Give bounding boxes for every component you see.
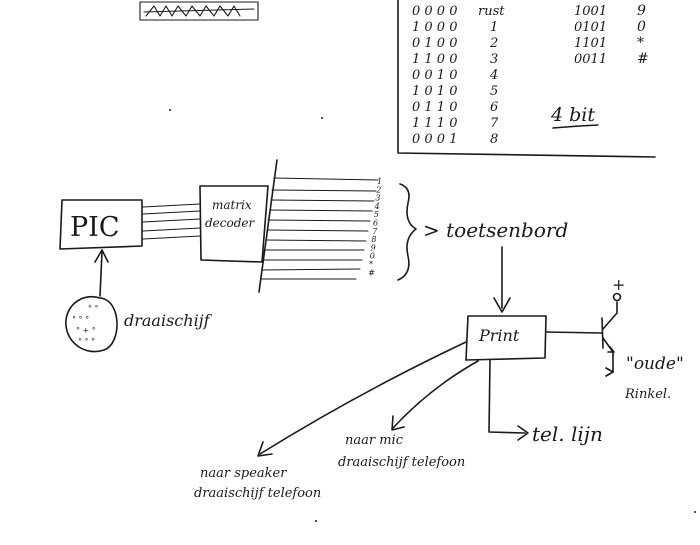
key-number: 2 <box>375 185 381 194</box>
pic-decoder-bus <box>142 203 201 240</box>
oude-label: "oude" <box>626 354 684 374</box>
table-row-code: 1101 <box>574 36 607 51</box>
key-number: 6 <box>373 219 378 228</box>
table-row-code: 1 0 1 0 <box>412 84 457 99</box>
mic-label-1: naar mic <box>345 433 404 448</box>
table-row-code: 0011 <box>574 52 607 67</box>
keyboard-to-print-arrow <box>493 246 511 313</box>
matrix-decoder-block: matrix decoder <box>199 185 269 263</box>
draaischijf-label: draaischijf <box>124 311 213 330</box>
mic-label-2: draaischijf telefoon <box>338 455 465 470</box>
table-row-label: 3 <box>490 52 498 67</box>
svg-text:° + °: ° + ° <box>76 326 96 335</box>
table-row-label: 5 <box>490 84 498 99</box>
table-row-label: rust <box>478 4 505 19</box>
pic-label: PIC <box>70 212 120 243</box>
table-row-label: 4 <box>489 68 498 83</box>
speaker-line <box>257 341 467 457</box>
table-row-label: 9 <box>637 3 646 19</box>
key-number: 0 <box>370 252 375 261</box>
svg-text:° ° °: ° ° ° <box>72 315 89 324</box>
table-row-code: 1 1 0 0 <box>412 52 457 67</box>
rinkel-label: Rinkel. <box>624 387 671 402</box>
key-number: 5 <box>374 210 379 219</box>
table-row-code: 0 0 0 1 <box>412 132 457 147</box>
table-row-code: 0 1 1 0 <box>412 100 457 115</box>
print-label: Print <box>478 326 520 345</box>
table-row-label: * <box>637 35 644 51</box>
tel-lijn-label: tel. lijn <box>532 422 603 446</box>
speaker-label-1: naar speaker <box>200 466 287 481</box>
tel-lijn-line <box>488 359 529 441</box>
transistor <box>545 292 622 377</box>
table-row-label: 8 <box>490 132 498 147</box>
table-row-code: 0101 <box>574 20 607 35</box>
table-row-label: 2 <box>489 36 498 51</box>
decoder-output-lines <box>258 159 379 293</box>
bits-underline <box>552 124 599 129</box>
key-number: 1 <box>377 177 382 186</box>
print-block: Print <box>465 315 547 361</box>
key-number: 4 <box>374 202 380 211</box>
table-row-code: 1 1 1 0 <box>412 116 457 131</box>
table-row-label: 7 <box>490 116 499 131</box>
key-number: 7 <box>372 227 378 236</box>
table-row-label: 0 <box>637 19 646 35</box>
toetsenbord-label: > toetsenbord <box>423 218 568 242</box>
table-row-label: # <box>637 51 649 67</box>
binary-code-table: 0 0 0 0 rust 1 0 0 0 1 0 1 0 0 2 1 1 0 0 3 0 0 1… <box>397 0 656 158</box>
table-row-code: 0 0 0 0 <box>412 4 457 19</box>
table-row-label: 1 <box>490 20 498 35</box>
keyboard-brace <box>397 183 417 281</box>
key-number: 9 <box>371 243 376 252</box>
svg-text:° °: ° ° <box>88 304 99 313</box>
table-row-code: 0 1 0 0 <box>412 36 457 51</box>
table-row-label: 6 <box>490 100 498 115</box>
crossed-out-scribble <box>139 1 259 21</box>
table-border <box>397 0 656 158</box>
key-number: 3 <box>375 194 380 203</box>
dial-to-pic-arrow <box>94 249 109 297</box>
svg-text:° ° °: ° ° ° <box>78 337 95 346</box>
dial: ° ° ° ° + ° ° ° ° ° ° <box>65 295 118 353</box>
bits-label: 4 bit <box>550 104 595 126</box>
mic-line <box>391 360 479 431</box>
table-row-code: 1001 <box>574 4 607 19</box>
table-row-code: 1 0 0 0 <box>412 20 457 35</box>
key-number: 8 <box>371 235 376 244</box>
key-number: # <box>368 268 375 277</box>
pic-block: PIC <box>59 199 143 250</box>
speaker-label-2: draaischijf telefoon <box>194 486 321 501</box>
key-number: * <box>369 260 373 269</box>
decoder-label: decoder <box>205 216 256 230</box>
matrix-label: matrix <box>212 198 252 212</box>
plus-label: + <box>612 275 625 294</box>
table-row-code: 0 0 1 0 <box>412 68 457 83</box>
